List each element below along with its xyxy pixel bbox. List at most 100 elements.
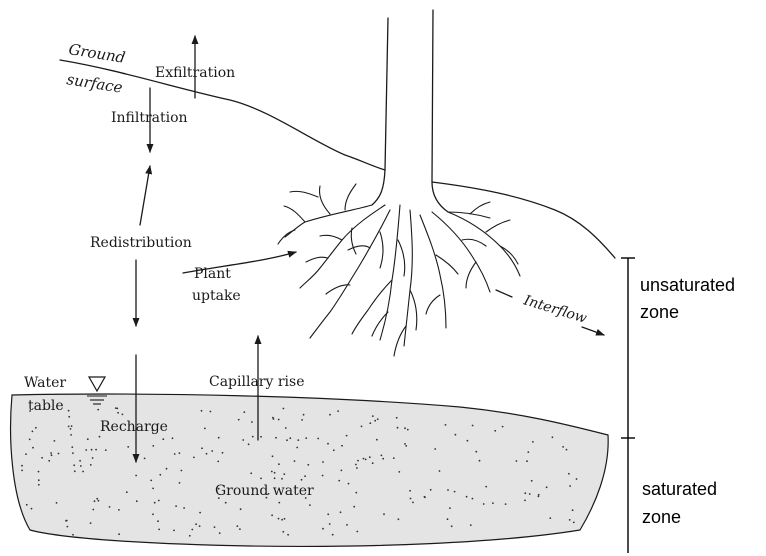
groundwater-dot bbox=[118, 533, 120, 535]
groundwater-dot bbox=[109, 506, 111, 508]
groundwater-dot bbox=[372, 415, 374, 417]
groundwater-dot bbox=[38, 484, 40, 486]
groundwater-dot bbox=[281, 478, 283, 480]
groundwater-dot bbox=[372, 462, 374, 464]
groundwater-dot bbox=[309, 504, 311, 506]
groundwater-dot bbox=[376, 439, 378, 441]
groundwater-dot bbox=[189, 535, 191, 537]
groundwater-dot bbox=[294, 460, 296, 462]
groundwater-dot bbox=[67, 526, 69, 528]
water-table-label-2: table bbox=[28, 398, 64, 414]
groundwater-dot bbox=[38, 471, 40, 473]
groundwater-dot bbox=[32, 447, 34, 449]
groundwater-dot bbox=[71, 425, 73, 427]
groundwater-dot bbox=[356, 467, 358, 469]
groundwater-dot bbox=[238, 419, 240, 421]
groundwater-dot bbox=[341, 470, 343, 472]
groundwater-dot bbox=[434, 448, 436, 450]
groundwater-dot bbox=[424, 496, 426, 498]
saturated-zone-label-2: zone bbox=[642, 507, 681, 527]
groundwater-dot bbox=[568, 473, 570, 475]
groundwater-dot bbox=[82, 471, 84, 473]
groundwater-dot bbox=[70, 434, 72, 436]
groundwater-dot bbox=[322, 475, 324, 477]
groundwater-dot bbox=[219, 532, 221, 534]
groundwater-dot bbox=[410, 498, 412, 500]
groundwater-dot bbox=[118, 509, 120, 511]
groundwater-dot bbox=[68, 410, 70, 412]
groundwater-dot bbox=[273, 418, 275, 420]
groundwater-dot bbox=[274, 472, 276, 474]
groundwater-dot bbox=[201, 410, 203, 412]
groundwater-dot bbox=[346, 435, 348, 437]
groundwater-dot bbox=[26, 504, 28, 506]
groundwater-dot bbox=[225, 502, 227, 504]
groundwater-dot bbox=[54, 440, 56, 442]
groundwater-dot bbox=[38, 479, 40, 481]
tree-trunk-left bbox=[372, 18, 388, 205]
groundwater-dot bbox=[85, 449, 87, 451]
groundwater-dot bbox=[79, 460, 81, 462]
groundwater-dot bbox=[199, 525, 201, 527]
groundwater-dot bbox=[98, 500, 100, 502]
groundwater-dot bbox=[353, 506, 355, 508]
groundwater-dot bbox=[363, 458, 365, 460]
groundwater-dot bbox=[569, 485, 571, 487]
groundwater-dot bbox=[396, 417, 398, 419]
groundwater-dot bbox=[327, 513, 329, 515]
groundwater-dot bbox=[126, 491, 128, 493]
groundwater-dot bbox=[236, 525, 238, 527]
groundwater-dot bbox=[365, 459, 367, 461]
groundwater-dot bbox=[181, 470, 183, 472]
groundwater-dot bbox=[204, 428, 206, 430]
groundwater-dot bbox=[374, 420, 376, 422]
groundwater-dot bbox=[572, 509, 574, 511]
groundwater-dot bbox=[172, 437, 174, 439]
groundwater-dot bbox=[65, 520, 67, 522]
groundwater-dot bbox=[272, 455, 274, 457]
groundwater-dot bbox=[322, 528, 324, 530]
groundwater-dot bbox=[576, 478, 578, 480]
groundwater-dot bbox=[355, 492, 357, 494]
groundwater-dot bbox=[301, 419, 303, 421]
groundwater-dot bbox=[144, 458, 146, 460]
groundwater-dot bbox=[239, 528, 241, 530]
groundwater-dot bbox=[455, 434, 457, 436]
water-table-label-1: Water bbox=[24, 375, 66, 391]
groundwater-dot bbox=[274, 477, 276, 479]
ground-surface-right bbox=[432, 182, 615, 258]
groundwater-dot bbox=[569, 519, 571, 521]
groundwater-dot bbox=[297, 439, 299, 441]
groundwater-dot bbox=[71, 446, 73, 448]
interflow-arrow bbox=[582, 327, 604, 335]
groundwater-dot bbox=[467, 440, 469, 442]
groundwater-dot bbox=[50, 452, 52, 454]
groundwater-dot bbox=[211, 450, 213, 452]
groundwater-dot bbox=[348, 483, 350, 485]
unsaturated-zone-label-2: zone bbox=[640, 302, 679, 322]
plant-uptake-label-2: uptake bbox=[192, 288, 241, 304]
groundwater-dot bbox=[524, 500, 526, 502]
groundwater-dot bbox=[566, 449, 568, 451]
groundwater-dot bbox=[397, 427, 399, 429]
groundwater-dot bbox=[72, 534, 74, 536]
groundwater-dot bbox=[369, 456, 371, 458]
groundwater-dot bbox=[296, 447, 298, 449]
groundwater-dot bbox=[475, 451, 477, 453]
groundwater-dot bbox=[538, 496, 540, 498]
groundwater-dot bbox=[92, 509, 94, 511]
groundwater-dot bbox=[447, 489, 449, 491]
groundwater-dot bbox=[430, 489, 432, 491]
groundwater-dot bbox=[210, 411, 212, 413]
groundwater-dot bbox=[248, 443, 250, 445]
groundwater-dot bbox=[278, 518, 280, 520]
groundwater-dot bbox=[72, 452, 74, 454]
groundwater-dot bbox=[260, 436, 262, 438]
groundwater-dot bbox=[332, 534, 334, 536]
groundwater-dot bbox=[31, 508, 33, 510]
groundwater-dot bbox=[35, 427, 37, 429]
groundwater-dot bbox=[494, 430, 496, 432]
groundwater-dot bbox=[158, 500, 160, 502]
groundwater-dot bbox=[68, 416, 70, 418]
